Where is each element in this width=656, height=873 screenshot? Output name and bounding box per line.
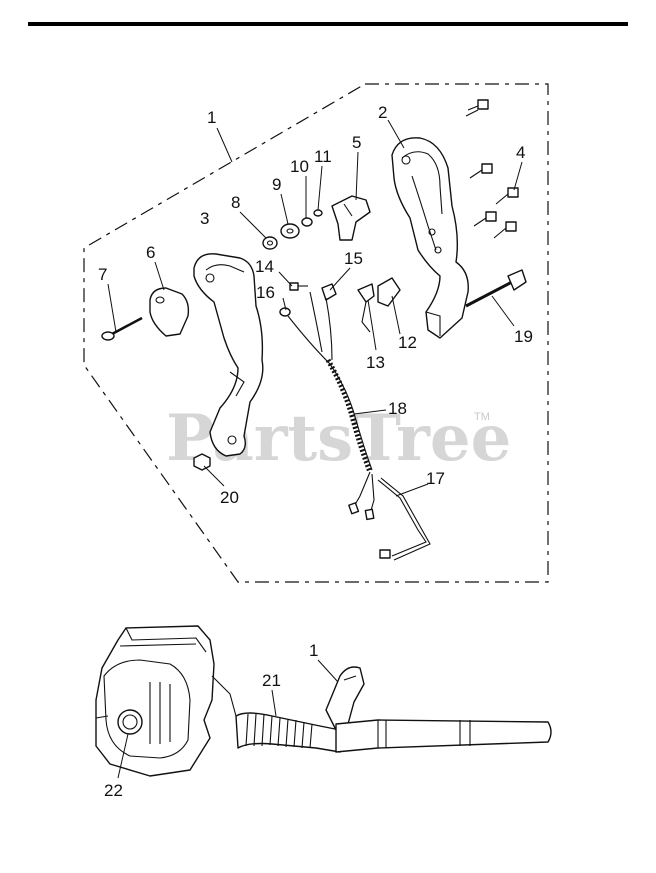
screw [495,187,519,205]
callout-11: 11 [314,147,332,166]
callout-15: 15 [344,249,363,268]
part-9-washer [280,223,300,239]
callout-8: 8 [231,193,240,212]
part-21-flex-hose [235,712,341,753]
part-6-trigger-block [149,287,190,337]
callout-22: 22 [104,781,123,800]
callout-14: 14 [255,257,274,276]
part-2-handle-right [391,137,469,339]
callout-1-lower: 1 [309,641,318,660]
callout-1: 1 [207,108,216,127]
part-18-wire-harness [287,291,375,521]
part-7-pin [101,316,143,341]
leader-lines [107,119,523,779]
callout-18: 18 [388,399,407,418]
screw [469,163,493,179]
callout-13: 13 [366,353,385,372]
callout-4: 4 [516,143,525,162]
callout-7: 7 [98,265,107,284]
part-5-switch [331,195,371,241]
part-19-long-screw [465,269,527,308]
screw [465,99,489,117]
callout-16: 16 [256,283,275,302]
part-3-handle-left [193,253,264,457]
callout-17: 17 [426,469,445,488]
callout-20: 20 [220,488,239,507]
part-4-screws [465,99,519,239]
part-14-screw [289,282,308,291]
part-11-washer [313,209,323,217]
part-8-nut [262,236,278,250]
part-10-washer [301,217,313,227]
callout-2: 2 [378,103,387,122]
part-1-handle-assembly-installed [325,666,365,731]
screw [473,211,497,227]
callout-labels: 1 2 3 4 5 6 7 8 9 10 11 12 13 14 15 16 1… [98,103,533,800]
part-12-stop-switch [377,277,401,307]
callout-10: 10 [290,157,309,176]
callout-9: 9 [272,175,281,194]
callout-5: 5 [352,133,361,152]
callout-12: 12 [398,333,417,352]
callout-6: 6 [146,243,155,262]
part-13-lead [357,283,375,333]
top-rule [28,22,628,26]
part-20-nut [193,453,211,471]
part-17-wire [377,477,431,561]
assembly-boundary [83,83,549,583]
callout-21: 21 [262,671,281,690]
part-15-terminal [321,283,337,301]
blower-pipe [335,719,552,753]
part-16-terminal [279,307,291,317]
callout-19: 19 [514,327,533,346]
callout-3: 3 [200,209,209,228]
screw [493,221,517,239]
watermark-tm: TM [474,411,490,423]
blower-engine [95,625,237,777]
